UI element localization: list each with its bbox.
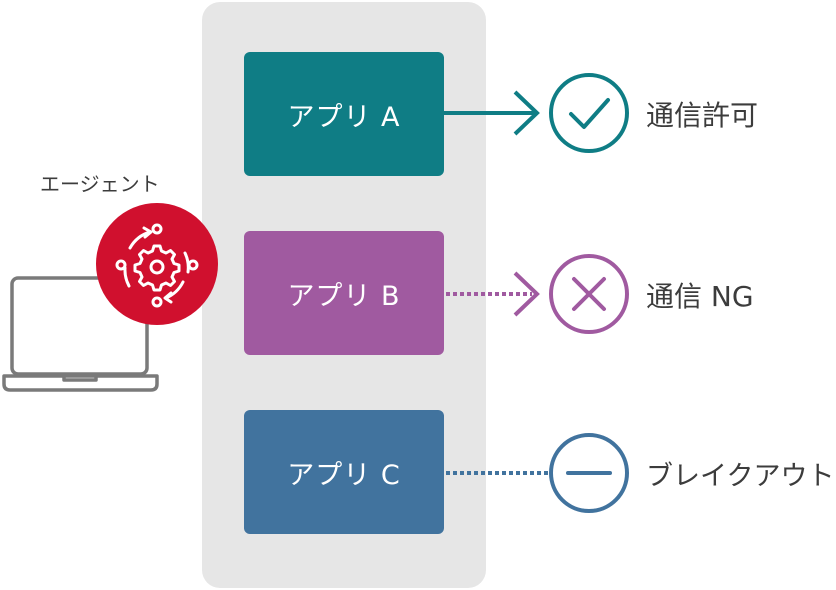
agent-label: エージェント — [40, 172, 160, 196]
laptop-icon — [2, 276, 159, 392]
app-a-box: アプリ A — [244, 52, 444, 176]
minus-circle-icon — [549, 433, 629, 513]
status-label-b: 通信 NG — [646, 280, 754, 313]
status-label-a: 通信許可 — [646, 99, 759, 132]
cross-circle-icon — [549, 254, 629, 334]
app-a-label: アプリ A — [287, 101, 401, 133]
check-circle-icon — [549, 73, 629, 153]
app-c-box: アプリ C — [244, 410, 444, 534]
app-c-label: アプリ C — [287, 459, 401, 491]
app-b-label: アプリ B — [287, 280, 401, 312]
connector-b-dotted-arrow — [446, 271, 540, 317]
app-b-box: アプリ B — [244, 231, 444, 355]
connector-a-solid-arrow — [444, 90, 540, 136]
status-label-c: ブレイクアウト — [646, 461, 835, 492]
gear-sync-icon — [96, 203, 218, 325]
